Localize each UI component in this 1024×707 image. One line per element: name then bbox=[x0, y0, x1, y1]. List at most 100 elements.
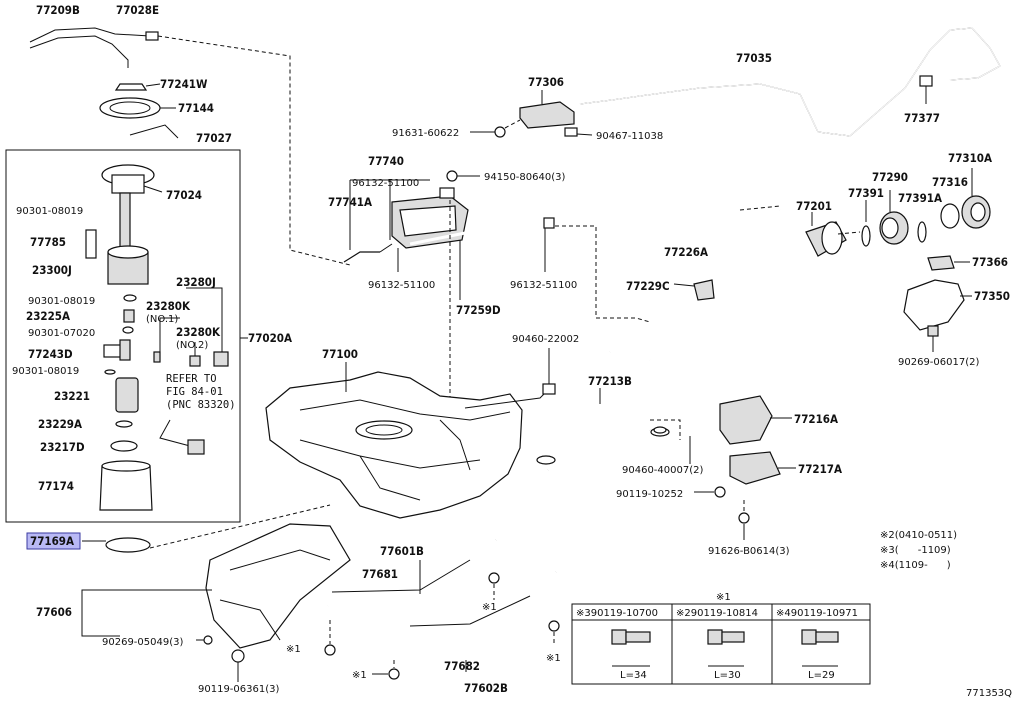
tank-band-77602B[interactable] bbox=[392, 571, 558, 642]
label-77681[interactable]: 77681 bbox=[362, 567, 398, 581]
label-77229C[interactable]: 77229C bbox=[626, 279, 670, 293]
bracket-77229C[interactable] bbox=[693, 279, 715, 301]
label-77391A[interactable]: 77391A bbox=[898, 191, 942, 205]
label-96132-51100-c[interactable]: 96132-51100 bbox=[510, 280, 577, 291]
label-23280K-no2[interactable]: 23280K bbox=[176, 325, 221, 339]
part-77785[interactable] bbox=[85, 229, 97, 259]
cap-77310A[interactable] bbox=[961, 195, 991, 229]
label-77601B[interactable]: 77601B bbox=[380, 544, 424, 558]
clip-90269-05049[interactable] bbox=[203, 635, 213, 645]
wire-77027[interactable] bbox=[129, 124, 179, 139]
bolt-91626-B0614[interactable] bbox=[738, 500, 750, 524]
label-77024[interactable]: 77024 bbox=[166, 188, 202, 202]
sender-gauge-77024[interactable] bbox=[101, 164, 163, 249]
clamp-90460-40007[interactable] bbox=[653, 426, 667, 434]
gasket-77169A[interactable] bbox=[105, 537, 151, 553]
bolt-table-header-1[interactable]: ※390119-10700 bbox=[576, 608, 658, 619]
filter-23217D[interactable] bbox=[110, 440, 138, 452]
filler-inlet-77201[interactable] bbox=[805, 221, 847, 257]
fuel-pump-23221[interactable] bbox=[115, 377, 139, 413]
regulator-23225A[interactable] bbox=[123, 309, 135, 323]
o-ring-90301-08019-lower[interactable] bbox=[104, 369, 116, 375]
label-90460-22002[interactable]: 90460-22002 bbox=[512, 334, 579, 345]
bracket-77216A[interactable] bbox=[719, 395, 773, 445]
label-77201[interactable]: 77201 bbox=[796, 199, 832, 213]
label-77310A[interactable]: 77310A bbox=[948, 151, 992, 165]
label-77144[interactable]: 77144 bbox=[178, 101, 214, 115]
label-23225A[interactable]: 23225A bbox=[26, 309, 70, 323]
label-77027[interactable]: 77027 bbox=[196, 131, 232, 145]
bolt-table-header-2[interactable]: ※290119-10814 bbox=[676, 608, 758, 619]
retainer-ring-77144[interactable] bbox=[99, 97, 176, 119]
clamp-90460-22002[interactable] bbox=[542, 383, 556, 395]
bracket-77306[interactable] bbox=[470, 90, 593, 138]
label-90301-08019-c[interactable]: 90301-08019 bbox=[12, 366, 79, 377]
label-77216A[interactable]: 77216A bbox=[794, 412, 838, 426]
label-77602B[interactable]: 77602B bbox=[464, 681, 508, 695]
label-77020A[interactable]: 77020A bbox=[248, 331, 292, 345]
label-77316[interactable]: 77316 bbox=[932, 175, 968, 189]
bolt-90119-06361[interactable] bbox=[231, 649, 245, 663]
bolt-rear-left[interactable] bbox=[324, 644, 336, 656]
connector-77243D[interactable] bbox=[103, 339, 131, 361]
label-77226A[interactable]: 77226A bbox=[664, 245, 708, 259]
label-77174[interactable]: 77174 bbox=[38, 479, 74, 493]
label-90119-10252[interactable]: 90119-10252 bbox=[616, 489, 683, 500]
bolt-90119-10252[interactable] bbox=[714, 486, 726, 498]
fuel-cap-77290[interactable] bbox=[879, 211, 909, 245]
label-23217D[interactable]: 23217D bbox=[40, 440, 85, 454]
label-91631-60622[interactable]: 91631-60622 bbox=[392, 128, 459, 139]
label-96132-51100-a[interactable]: 96132-51100 bbox=[352, 178, 419, 189]
label-77243D[interactable]: 77243D bbox=[28, 347, 73, 361]
label-77241W[interactable]: 77241W bbox=[160, 77, 208, 91]
label-77350[interactable]: 77350 bbox=[974, 289, 1010, 303]
shield-77606[interactable] bbox=[205, 523, 351, 649]
label-77741A[interactable]: 77741A bbox=[328, 195, 372, 209]
fuel-door-77350[interactable] bbox=[903, 279, 965, 331]
label-90301-08019-b[interactable]: 90301-08019 bbox=[28, 296, 95, 307]
cushion-23229A[interactable] bbox=[115, 420, 133, 428]
label-77100[interactable]: 77100 bbox=[322, 347, 358, 361]
label-77217A[interactable]: 77217A bbox=[798, 462, 842, 476]
label-90269-05049[interactable]: 90269-05049(3) bbox=[102, 637, 183, 648]
gasket-77391A[interactable] bbox=[917, 221, 927, 243]
label-77377[interactable]: 77377 bbox=[904, 111, 940, 125]
bolt-table-header-3[interactable]: ※490119-10971 bbox=[776, 608, 858, 619]
part-77316[interactable] bbox=[940, 203, 960, 229]
o-ring-90301-07020[interactable] bbox=[122, 326, 134, 334]
label-77028E[interactable]: 77028E bbox=[116, 3, 159, 17]
filler-pipe-77226A[interactable] bbox=[609, 205, 820, 387]
label-77213B[interactable]: 77213B bbox=[588, 374, 632, 388]
label-90269-06017[interactable]: 90269-06017(2) bbox=[898, 357, 979, 368]
label-23280J[interactable]: 23280J bbox=[176, 275, 216, 289]
label-77366[interactable]: 77366 bbox=[972, 255, 1008, 269]
label-77785[interactable]: 77785 bbox=[30, 235, 66, 249]
label-77682[interactable]: 77682 bbox=[444, 659, 480, 673]
o-ring-90301-08019[interactable] bbox=[123, 294, 137, 302]
label-77169A[interactable]: 77169A bbox=[30, 534, 74, 548]
label-77290[interactable]: 77290 bbox=[872, 170, 908, 184]
label-96132-51100-b[interactable]: 96132-51100 bbox=[368, 280, 435, 291]
clip-94150-80640[interactable] bbox=[446, 170, 458, 182]
label-77259D[interactable]: 77259D bbox=[456, 303, 501, 317]
gasket-77391[interactable] bbox=[861, 225, 871, 247]
label-90301-08019-a[interactable]: 90301-08019 bbox=[16, 206, 83, 217]
label-23221[interactable]: 23221 bbox=[54, 389, 90, 403]
label-77035[interactable]: 77035 bbox=[736, 51, 772, 65]
label-90301-07020[interactable]: 90301-07020 bbox=[28, 328, 95, 339]
pump-wiring[interactable] bbox=[159, 419, 191, 447]
label-23229A[interactable]: 23229A bbox=[38, 417, 82, 431]
label-77209B[interactable]: 77209B bbox=[36, 3, 80, 17]
fuel-filter-23300J[interactable] bbox=[107, 245, 149, 285]
label-77606[interactable]: 77606 bbox=[36, 605, 72, 619]
label-77306[interactable]: 77306 bbox=[528, 75, 564, 89]
label-77740[interactable]: 77740 bbox=[368, 154, 404, 168]
label-90467-11038[interactable]: 90467-11038 bbox=[596, 131, 663, 142]
suction-cup-77174[interactable] bbox=[99, 460, 153, 511]
fuel-tank-77100[interactable] bbox=[265, 371, 547, 519]
label-77391[interactable]: 77391 bbox=[848, 186, 884, 200]
label-94150-80640[interactable]: 94150-80640(3) bbox=[484, 172, 565, 183]
clamp-77377[interactable] bbox=[919, 75, 933, 87]
label-23300J[interactable]: 23300J bbox=[32, 263, 72, 277]
label-90119-06361[interactable]: 90119-06361(3) bbox=[198, 684, 279, 695]
